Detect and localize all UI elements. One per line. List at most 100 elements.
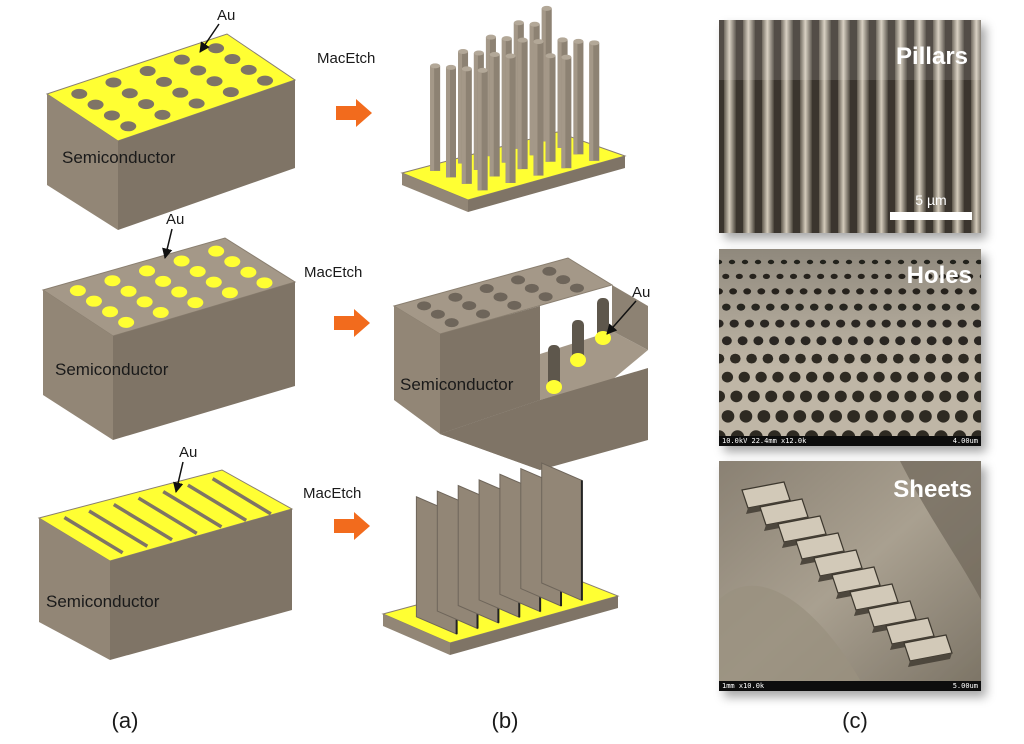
gold-dot — [120, 285, 137, 297]
pillar-top — [461, 66, 472, 72]
gold-dot — [155, 275, 172, 287]
mask-dot — [103, 110, 120, 121]
pointer-arrow-icon — [162, 228, 173, 260]
semiconductor-block-holes: Semiconductor — [41, 237, 297, 440]
mask-line — [137, 496, 198, 535]
mask-dot — [224, 54, 241, 65]
right-arrow-icon — [336, 99, 372, 127]
hole — [479, 284, 494, 294]
pillar-highlight — [473, 53, 478, 170]
pillar-highlight — [485, 37, 490, 157]
sem-title: Holes — [907, 262, 972, 289]
gold-dot — [104, 275, 121, 287]
hole — [476, 309, 490, 319]
pillar-highlight — [461, 68, 466, 184]
pillar-top — [473, 50, 484, 56]
pillar — [489, 54, 500, 177]
hole — [542, 266, 557, 276]
semiconductor-block-pillars: Semiconductor — [45, 33, 297, 230]
mask-dot — [257, 75, 274, 86]
pillar — [517, 40, 528, 170]
pillar-highlight — [529, 24, 534, 156]
pillar-top — [501, 36, 512, 42]
pillar-highlight — [589, 42, 594, 161]
gold-particle — [570, 353, 586, 367]
row-holes: Semiconductor Au MacEtch — [41, 211, 650, 470]
semiconductor-block-sheets: Semiconductor — [37, 469, 294, 660]
mask-dots-pillars — [71, 43, 274, 132]
pillar-top — [545, 53, 556, 59]
pillar — [445, 67, 456, 178]
mask-dot — [71, 88, 88, 99]
mask-dot — [87, 99, 104, 110]
mask-line — [162, 490, 223, 529]
gold-dot — [102, 306, 119, 318]
mask-line — [187, 483, 248, 522]
pillar-top — [557, 37, 568, 43]
pillar — [573, 41, 584, 155]
mask-lines — [63, 477, 272, 555]
gold-dot — [171, 286, 188, 298]
pillar-top — [513, 20, 524, 26]
mask-dot — [105, 77, 122, 88]
mask-dot — [121, 88, 138, 99]
mask-dot — [188, 98, 205, 109]
cut-grooves — [546, 298, 611, 394]
sem-info-right: 5.00um — [953, 682, 978, 690]
pillar — [461, 68, 472, 184]
gold-dot — [85, 295, 102, 307]
mask-line — [63, 516, 124, 555]
pillar — [533, 41, 544, 176]
scale-bar — [890, 212, 972, 220]
gold-dot — [224, 256, 241, 268]
semiconductor-label: Semiconductor — [400, 375, 514, 394]
pillar-top — [445, 64, 456, 70]
hole — [417, 301, 432, 311]
mask-dot — [240, 64, 257, 75]
hole — [430, 309, 445, 319]
pillar-highlight — [545, 55, 550, 162]
sheets-result — [381, 462, 620, 655]
mask-line — [112, 503, 173, 542]
pillar-highlight — [573, 41, 578, 155]
panel-label-b: (b) — [492, 708, 519, 733]
semiconductor-label: Semiconductor — [62, 148, 176, 167]
pillar-top — [589, 40, 600, 46]
sem-sheet-array — [741, 481, 953, 667]
mask-dot — [222, 87, 239, 98]
pillar — [477, 70, 488, 191]
gold-dot — [152, 306, 169, 318]
sem-info-left: 1mm x10.0k — [722, 682, 765, 690]
mask-line — [88, 509, 149, 548]
process-label: MacEtch — [304, 264, 362, 281]
pillar-highlight — [445, 67, 450, 178]
row-sheets: Semiconductor Au MacEtch — [37, 444, 620, 660]
pillar — [430, 65, 441, 171]
gold-dot — [139, 265, 156, 277]
sheet-array — [415, 462, 583, 635]
pillar — [589, 42, 600, 161]
pointer-arrow-icon — [199, 23, 220, 53]
sheet — [541, 462, 583, 602]
sem-image-pillars: Pillars 5 µm — [719, 20, 981, 233]
hole-array — [417, 266, 584, 328]
pillar-top — [430, 63, 441, 69]
sem-title: Sheets — [893, 476, 972, 503]
mask-line — [211, 477, 272, 516]
pillar — [561, 57, 572, 169]
semiconductor-label: Semiconductor — [46, 592, 160, 611]
pillar-highlight — [501, 38, 506, 163]
pointer-arrow-icon — [606, 300, 637, 335]
gold-particle — [546, 380, 562, 394]
hole — [448, 292, 463, 302]
pillar-highlight — [505, 55, 510, 183]
process-label: MacEtch — [317, 50, 375, 67]
sem-title: Pillars — [896, 43, 968, 70]
mask-dot — [190, 65, 207, 76]
pillar-top — [485, 34, 496, 40]
pillar-highlight — [533, 41, 538, 176]
hole — [493, 292, 508, 302]
right-arrow-icon — [334, 512, 370, 540]
pillar — [545, 55, 556, 162]
